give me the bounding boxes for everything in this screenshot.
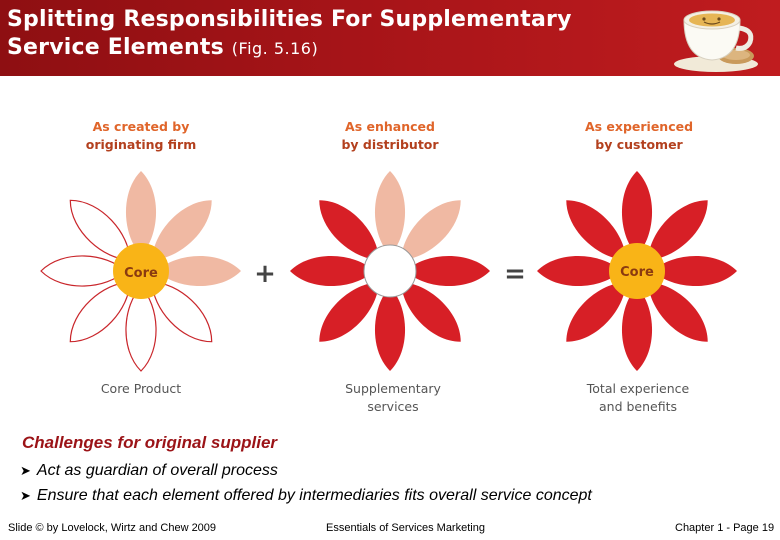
bullet-text: Act as guardian of overall process bbox=[37, 462, 278, 479]
arrow-bullet-icon: ➤ bbox=[20, 463, 31, 478]
coffee-cup-icon bbox=[662, 0, 770, 74]
title-bar: Splitting Responsibilities For Supplemen… bbox=[0, 0, 780, 76]
plus-sign: + bbox=[254, 259, 276, 289]
empty-center bbox=[364, 245, 416, 297]
footer-copyright: Slide © by Lovelock, Wirtz and Chew 2009 bbox=[8, 522, 216, 534]
label-core-product: Core Product bbox=[41, 380, 241, 398]
footer-page-number: Chapter 1 - Page 19 bbox=[675, 522, 774, 534]
label-line-2: by customer bbox=[539, 136, 739, 154]
bullet-text: Ensure that each element offered by inte… bbox=[37, 487, 592, 504]
label-line-1: As experienced bbox=[539, 118, 739, 136]
title-line-1: Splitting Responsibilities For Supplemen… bbox=[7, 6, 572, 34]
figure-reference: (Fig. 5.16) bbox=[232, 39, 318, 58]
core-label-3: Core bbox=[620, 265, 654, 280]
label-line-1: Total experience bbox=[538, 380, 738, 398]
bullet-item-1: ➤ Act as guardian of overall process bbox=[20, 462, 278, 480]
label-line-1: Core Product bbox=[41, 380, 241, 398]
label-line-2: by distributor bbox=[290, 136, 490, 154]
service-flower-diagram: Core Core + = As created by originating … bbox=[0, 76, 780, 426]
slide-title: Splitting Responsibilities For Supplemen… bbox=[7, 6, 572, 63]
label-line-2: originating firm bbox=[41, 136, 241, 154]
label-enhanced-by: As enhanced by distributor bbox=[290, 118, 490, 154]
bullet-item-2: ➤ Ensure that each element offered by int… bbox=[20, 487, 592, 505]
arrow-bullet-icon: ➤ bbox=[20, 488, 31, 503]
label-line-1: Supplementary bbox=[293, 380, 493, 398]
core-label-1: Core bbox=[124, 266, 158, 281]
label-line-2: services bbox=[293, 398, 493, 416]
label-line-2: and benefits bbox=[538, 398, 738, 416]
label-experienced-by: As experienced by customer bbox=[539, 118, 739, 154]
footer-course-title: Essentials of Services Marketing bbox=[326, 522, 485, 534]
label-line-1: As enhanced bbox=[290, 118, 490, 136]
label-supplementary-services: Supplementary services bbox=[293, 380, 493, 416]
title-line-2: Service Elements (Fig. 5.16) bbox=[7, 34, 572, 63]
equals-sign: = bbox=[504, 259, 526, 289]
title-line-2-text: Service Elements bbox=[7, 35, 224, 60]
label-total-experience: Total experience and benefits bbox=[538, 380, 738, 416]
label-created-by: As created by originating firm bbox=[41, 118, 241, 154]
challenges-heading: Challenges for original supplier bbox=[22, 433, 277, 453]
flower-supplementary bbox=[290, 171, 490, 371]
label-line-1: As created by bbox=[41, 118, 241, 136]
